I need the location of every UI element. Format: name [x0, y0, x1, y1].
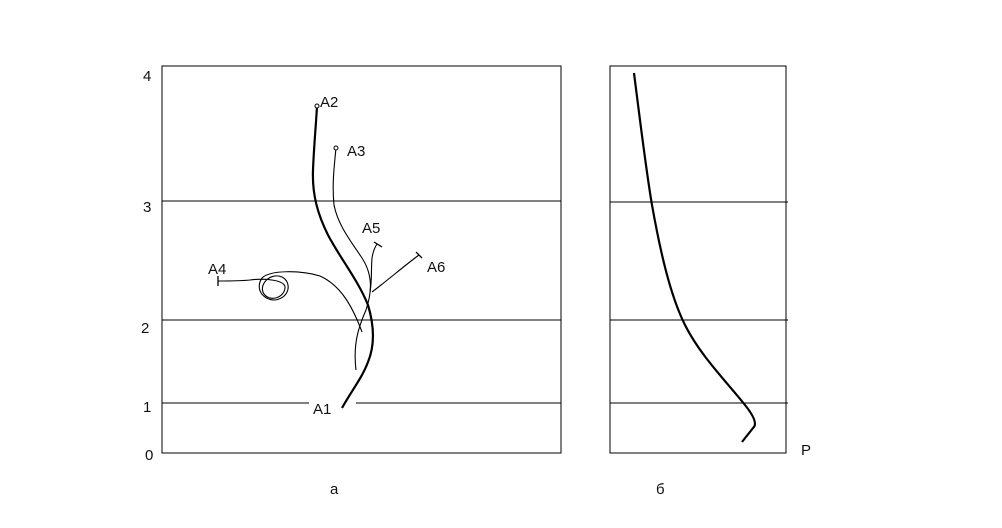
y-tick-4: 4	[143, 68, 151, 85]
y-tick-3: 3	[143, 199, 151, 216]
panel-b-frame	[609, 65, 787, 454]
panel-b-caption: б	[656, 481, 665, 498]
marker-a6	[415, 251, 423, 259]
label-a4: A4	[208, 261, 226, 278]
label-a6: A6	[427, 259, 445, 276]
marker-a5	[373, 241, 383, 248]
label-a2: A2	[320, 94, 338, 111]
label-a5: A5	[362, 220, 380, 237]
y-tick-0: 0	[145, 447, 153, 464]
trajectory-a3	[332, 147, 371, 371]
trajectory-a6	[371, 254, 420, 293]
trajectory-a1-a2	[311, 105, 374, 409]
marker-a3	[333, 145, 339, 151]
y-tick-2: 2	[141, 320, 149, 337]
trajectory-a4	[217, 271, 363, 333]
marker-a2	[314, 103, 320, 109]
panel-b-axis-label: P	[801, 442, 811, 459]
y-tick-1: 1	[143, 399, 151, 416]
panel-a-frame	[161, 65, 562, 454]
label-a1: A1	[313, 401, 331, 418]
panel-b: P б	[609, 65, 811, 498]
label-a3: A3	[347, 143, 365, 160]
trajectory-a5	[369, 243, 378, 293]
panel-a: A1 A2 A3 A4 A5 A6 а	[161, 65, 562, 498]
panel-a-caption: а	[330, 481, 339, 498]
profile-curve	[632, 72, 757, 443]
